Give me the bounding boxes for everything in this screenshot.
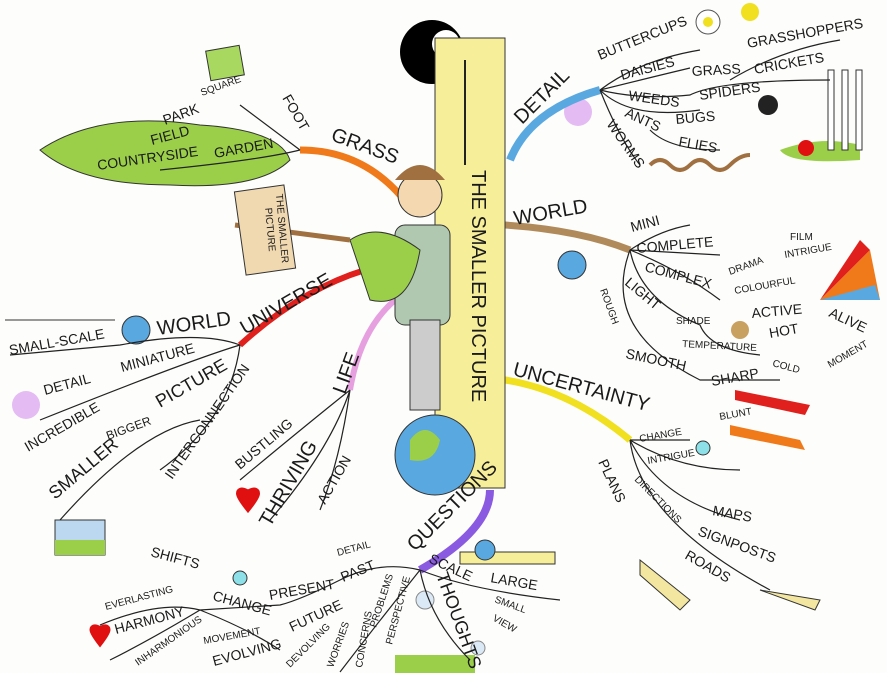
cricket-stumps-icon [827,69,863,151]
node-world: WORLD [156,308,233,340]
node-universe: UNIVERSE [237,269,337,339]
node-change-right: CHANGE [639,427,683,445]
central-title: THE SMALLER PICTURE [467,170,489,402]
signpost-icon [759,589,821,611]
cloud-icon [470,640,486,656]
node-world-right: WORLD [512,195,589,230]
node-grasshoppers: GRASSHOPPERS [746,15,864,51]
cricket-ball-icon [798,140,814,156]
node-smaller: SMALLER [45,434,122,503]
node-drama: DRAMA [727,255,765,278]
sparkle-icon [12,391,40,419]
globe-icon [121,315,151,345]
buttercup-icon [741,3,759,21]
node-miniature: MINIATURE [119,340,197,375]
node-complete: COMPLETE [636,233,714,256]
node-large: LARGE [489,569,539,593]
node-smooth: SMOOTH [624,345,687,373]
node-sharp: SHARP [710,365,760,389]
node-directions: DIRECTIONS [632,474,684,526]
branch-grass [299,146,403,198]
node-maps: MAPS [711,502,753,525]
node-shade: SHADE [676,316,711,327]
node-film: FILM [790,232,813,243]
node-action: ACTION [314,453,354,507]
node-weeds: WEEDS [628,87,681,110]
node-flies: FLIES [677,133,718,156]
node-alive: ALIVE [827,304,870,335]
ground-icon [395,655,475,673]
branch-questions [418,489,494,574]
node-roads: ROADS [683,547,734,586]
sparkle-icon [564,98,592,126]
node-small: SMALL [493,594,528,616]
compass-icon [695,440,711,456]
spider-icon [758,95,778,115]
small-ruler-icon [459,551,556,565]
pencil-icon [730,425,805,450]
colour-fan-icon [820,250,880,300]
node-ants: ANTS [623,104,664,134]
node-grass: GRASS [328,124,401,169]
node-cold: COLD [771,358,801,376]
node-plans: PLANS [595,457,629,505]
node-small-scale: SMALL-SCALE [8,325,106,358]
node-foot: FOOT [279,92,313,134]
node-intrigue-world: INTRIGUE [784,242,833,261]
cloud-icon [415,590,435,610]
pencil-icon [735,390,810,415]
node-shifts: SHIFTS [149,543,201,571]
sign-text: THE SMALLER PICTURE [262,193,290,264]
branch-life [347,297,397,391]
node-life: LIFE [329,349,364,396]
branch-world [504,221,632,254]
node-light: LIGHT [622,274,664,313]
node-detail: DETAIL [42,370,93,398]
branch-uncertainty [504,376,633,443]
globe-icon [557,250,587,280]
square-icon [205,44,245,82]
branch-detail [506,86,602,162]
node-future: FUTURE [287,596,345,634]
countryside-land [39,120,291,187]
branch-universe [237,267,366,348]
node-temperature: TEMPERATURE [682,339,758,354]
node-concerns: CONCERNS [354,610,375,669]
node-spiders: SPIDERS [698,79,761,103]
node-mini: MINI [629,212,662,235]
node-bugs: BUGS [675,108,716,127]
node-view: VIEW [491,613,519,636]
node-rough: ROUGH [597,287,620,326]
node-blunt: BLUNT [719,406,753,423]
node-bustling: BUSTLING [232,415,296,472]
node-change-bottom: CHANGE [211,587,273,618]
compass-icon [232,570,248,586]
road-icon [639,558,691,611]
signpost: THE SMALLER PICTURE [233,184,351,276]
node-detail-bottom: DETAIL [336,539,372,559]
node-moment: MOMENT [826,339,870,371]
node-grass-detail: GRASS [691,60,741,79]
node-active: ACTIVE [751,301,803,321]
node-past: PAST [338,556,377,584]
person-figure [349,165,451,411]
node-complex: COMPLEX [643,258,714,291]
heart-icon [236,487,260,514]
node-present: PRESENT [268,576,336,603]
moon-shade-icon [731,321,749,339]
node-colourful: COLOURFUL [734,275,797,297]
heart-icon [89,624,111,648]
node-hot: HOT [768,320,800,341]
worm-icon [648,153,751,172]
